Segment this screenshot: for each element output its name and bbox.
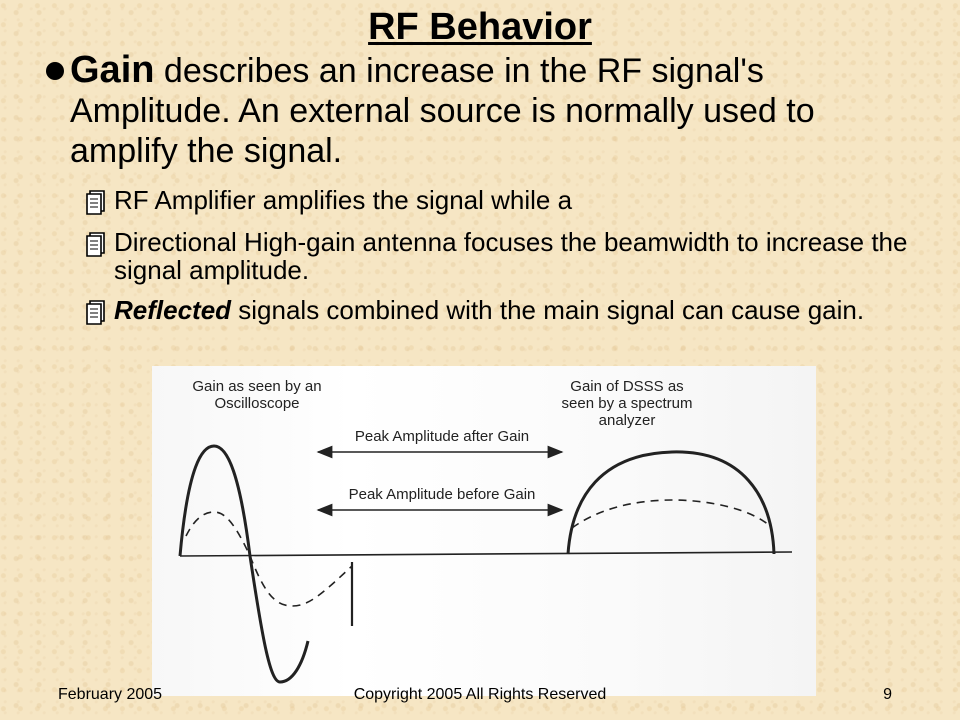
sine-before-gain: [185, 511, 353, 607]
sub-bullet-text: RF Amplifier amplifies the signal while …: [114, 185, 573, 215]
gain-diagram: Gain as seen by an Oscilloscope Gain of …: [152, 366, 816, 696]
gain-term: Gain: [70, 49, 155, 91]
book-stack-icon: [86, 190, 105, 215]
sub-bullet-text: Reflected signals combined with the main…: [84, 296, 914, 324]
book-stack-icon: [86, 232, 105, 257]
book-stack-icon: [86, 300, 105, 325]
footer-date: February 2005: [58, 686, 163, 703]
label-peak-before: Peak Amplitude before Gain: [348, 486, 536, 503]
sub-bullet-reflected: Reflected signals combined with the main…: [84, 296, 914, 325]
reflected-term: Reflected: [114, 295, 232, 325]
sub-bullet-amplifier: RF Amplifier amplifies the signal while …: [84, 185, 914, 215]
spectrum-after-gain: [566, 450, 776, 555]
sine-after-gain: [178, 444, 310, 684]
slide-title: RF Behavior: [368, 6, 592, 48]
baseline-axis: [179, 551, 793, 557]
gain-diagram-svg: [178, 444, 793, 684]
label-oscilloscope: Gain as seen by an Oscilloscope: [192, 378, 322, 412]
label-spectrum-analyzer: Gain of DSSS as seen by a spectrum analy…: [561, 378, 693, 429]
sub-bullet-text: Directional High-gain antenna focuses th…: [114, 227, 908, 285]
footer-copyright: Copyright 2005 All Rights Reserved: [353, 686, 607, 703]
spectrum-before-gain: [571, 499, 771, 529]
gain-description: describes an increase in the RF signal's…: [70, 52, 815, 170]
label-peak-after: Peak Amplitude after Gain: [354, 428, 530, 445]
main-bullet-text: Gain describes an increase in the RF sig…: [46, 50, 906, 171]
footer-page-number: 9: [883, 686, 892, 703]
main-bullet: Gain describes an increase in the RF sig…: [46, 50, 906, 171]
sub-bullet-antenna: Directional High-gain antenna focuses th…: [84, 228, 914, 284]
bullet-dot-icon: [46, 62, 64, 80]
reflected-description: signals combined with the main signal ca…: [231, 295, 865, 325]
